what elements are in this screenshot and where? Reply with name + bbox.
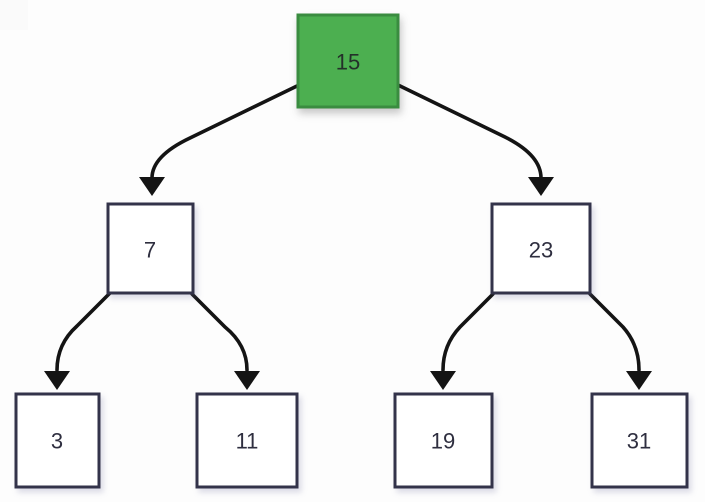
node-23-label: 23 — [529, 238, 553, 263]
node-11-box — [195, 392, 299, 489]
node-19: 19 — [393, 392, 494, 489]
node-23-box — [490, 202, 592, 295]
node-31-label: 31 — [627, 429, 651, 454]
node-31-box — [590, 392, 689, 489]
node-15-box — [296, 13, 400, 109]
edge-23-19-line — [441, 292, 495, 372]
arrowhead-icon — [430, 371, 456, 390]
node-23: 23 — [490, 202, 592, 295]
arrowhead-icon — [234, 371, 260, 390]
node-19-box — [393, 392, 494, 489]
node-7-box — [106, 202, 195, 295]
node-15: 15 — [296, 13, 400, 109]
node-11: 11 — [195, 392, 299, 489]
node-3: 3 — [14, 392, 101, 489]
node-15-label: 15 — [336, 50, 360, 75]
node-3-box — [14, 392, 101, 489]
edge-15-23 — [396, 83, 554, 196]
edge-group — [44, 83, 652, 390]
node-3-label: 3 — [51, 429, 63, 454]
edge-7-11 — [190, 292, 260, 390]
node-7: 7 — [106, 202, 195, 295]
edge-7-3-line — [55, 291, 112, 372]
corner-artifact — [0, 0, 28, 30]
edge-15-7-line — [150, 84, 299, 180]
node-19-label: 19 — [431, 429, 455, 454]
edge-23-19 — [430, 292, 495, 390]
arrowhead-icon — [44, 371, 70, 390]
edge-7-11-line — [190, 292, 249, 372]
edge-7-3 — [44, 291, 112, 390]
edge-15-23-line — [396, 83, 543, 180]
node-11-label: 11 — [236, 429, 259, 454]
arrowhead-icon — [626, 371, 652, 390]
edge-15-7 — [139, 84, 299, 196]
arrowhead-icon — [139, 177, 165, 196]
edge-23-31 — [588, 292, 652, 390]
edge-23-31-line — [588, 292, 641, 372]
node-7-label: 7 — [144, 238, 156, 263]
node-31: 31 — [590, 392, 689, 489]
arrowhead-icon — [528, 177, 554, 196]
